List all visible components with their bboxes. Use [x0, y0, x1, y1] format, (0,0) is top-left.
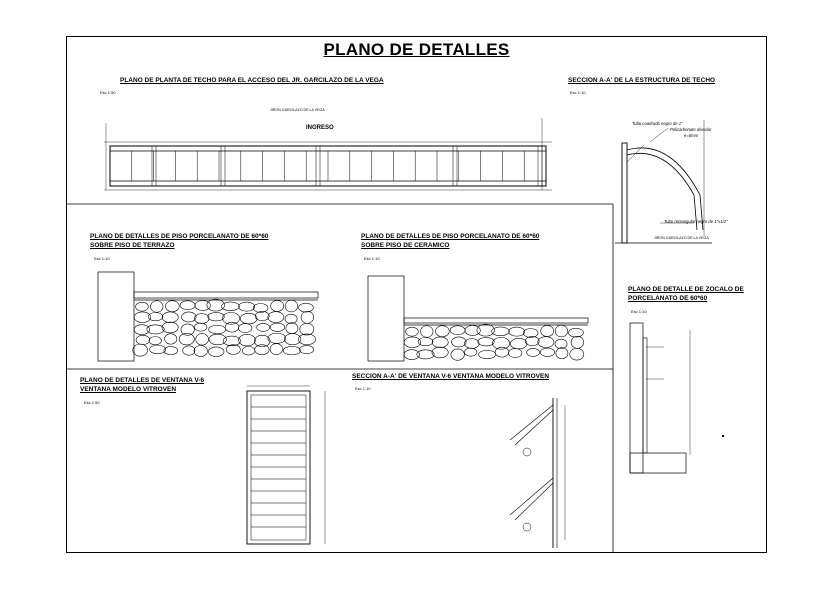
roof-section-scale: Esc 1:10 [570, 90, 586, 95]
roof-section-street-label: JIRON GARCILAZO DE LA VEGA [654, 236, 709, 240]
baseboard-scale: Esc 1:10 [631, 309, 647, 314]
sheet-title: PLANO DE DETALLES [323, 40, 510, 59]
baseboard-title-line1: PLANO DE DETALLE DE ZOCALO DE [628, 286, 744, 293]
baseboard-drawing [629, 322, 691, 474]
baseboard-title-line2: PORCELANATO DE 60*60 [628, 295, 708, 302]
window-plan-scale: Esc 1:50 [84, 400, 100, 405]
ceramic-title-line2: SOBRE PISO DE CERAMICO [361, 242, 450, 249]
roof-plan-title: PLANO DE PLANTA DE TECHO PARA EL ACCESO … [120, 77, 384, 84]
roof-plan-drawing [104, 118, 552, 191]
window-section-title: SECCION A-A' DE VENTANA V-6 VENTANA MODE… [352, 373, 550, 380]
window-plan-title-line2: VENTANA MODELO VITROVEN [80, 386, 177, 393]
window-section-scale: Esc 1:10 [355, 386, 371, 391]
roof-section-drawing [615, 120, 712, 244]
roof-section-thickness-note: e=6mm [684, 133, 699, 138]
ceramic-floor-drawing [367, 275, 589, 362]
terrazzo-scale: Esc 1:10 [94, 256, 110, 261]
roof-section-rect-tube-note: Tubo rectangular negro de 1"x1/2" [664, 219, 728, 224]
drawing-sheet [66, 36, 767, 553]
stray-point [722, 435, 724, 437]
ceramic-title-line1: PLANO DE DETALLES DE PISO PORCELANATO DE… [361, 233, 540, 240]
terrazzo-title-line2: SOBRE PISO DE TERRAZO [90, 242, 175, 249]
roof-section-title: SECCION A-A' DE LA ESTRUCTURA DE TECHO [568, 77, 716, 84]
terrazzo-floor-drawing [97, 271, 319, 362]
roof-plan-street-label: JIRON GARCILAZO DE LA VEGA [270, 108, 325, 112]
roof-section-tube-note: Tubo cuadrado negro de 1" [632, 121, 683, 126]
roof-plan-entrance-label: INGRESO [306, 125, 334, 131]
roof-section-polycarbonate-note: Policarbonato alveolar [670, 127, 712, 132]
roof-plan-scale: Esc 1:50 [100, 90, 116, 95]
ceramic-scale: Esc 1:10 [364, 256, 380, 261]
window-elevation-drawing [246, 385, 326, 545]
window-plan-title-line1: PLANO DE DETALLES DE VENTANA V-6 [80, 377, 205, 384]
window-section-drawing [509, 398, 566, 548]
terrazzo-title-line1: PLANO DE DETALLES DE PISO PORCELANATO DE… [90, 233, 269, 240]
